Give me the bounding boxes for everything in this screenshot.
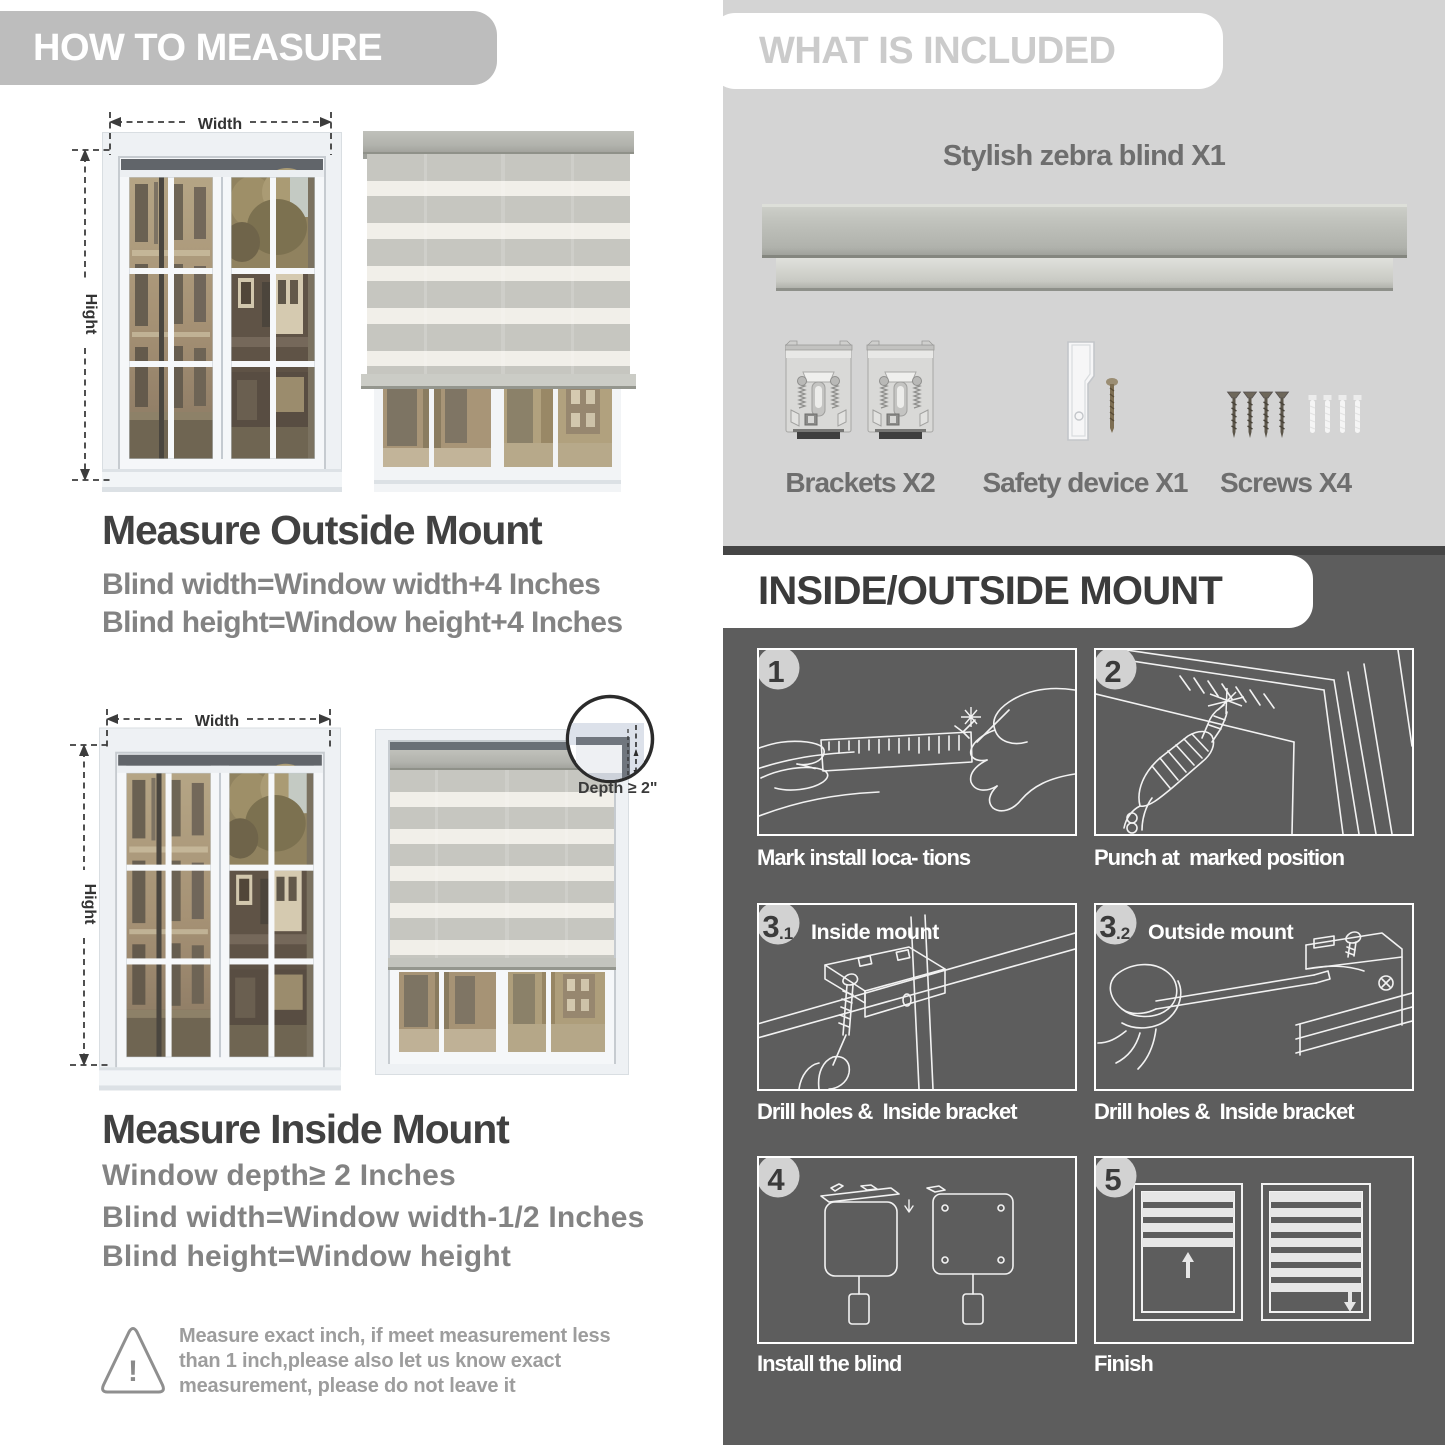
svg-text:Hight: Hight <box>82 294 99 336</box>
svg-text:4: 4 <box>767 1162 785 1197</box>
svg-text:1: 1 <box>767 654 784 689</box>
svg-text:3: 3 <box>762 909 779 944</box>
svg-text:Width: Width <box>195 713 239 730</box>
svg-text:Width: Width <box>198 116 242 133</box>
svg-text:3: 3 <box>1099 909 1116 944</box>
svg-text:Hight: Hight <box>81 884 98 926</box>
svg-text:Inside mount: Inside mount <box>811 920 939 944</box>
svg-text:Outside mount: Outside mount <box>1148 920 1294 944</box>
svg-text:!: ! <box>128 1355 138 1388</box>
svg-text:5: 5 <box>1104 1162 1121 1197</box>
svg-text:.2: .2 <box>1116 924 1130 943</box>
svg-text:.1: .1 <box>779 924 793 943</box>
svg-text:2: 2 <box>1104 654 1121 689</box>
